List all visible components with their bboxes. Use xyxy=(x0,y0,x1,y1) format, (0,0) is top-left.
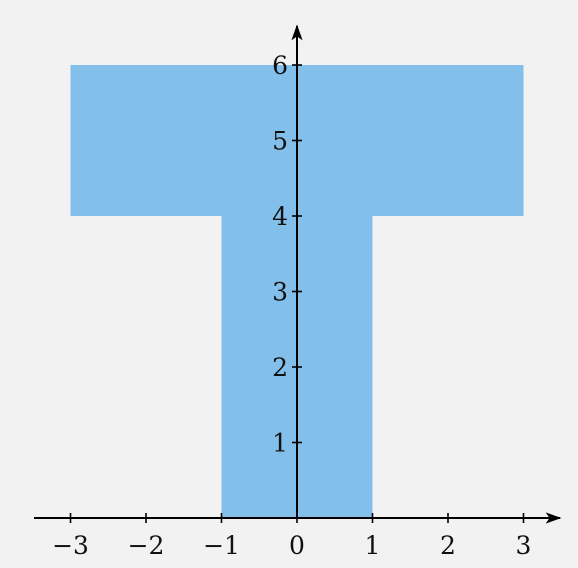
x-axis-tick-labels: −3 −2 −1 0 1 2 3 xyxy=(52,531,531,560)
y-tick-label: 1 xyxy=(272,429,288,458)
y-axis-tick-labels: 1 2 3 4 5 6 xyxy=(272,51,288,458)
y-tick-label: 6 xyxy=(272,51,288,80)
x-tick-label: −2 xyxy=(128,531,165,560)
y-tick-label: 4 xyxy=(272,202,288,231)
x-tick-label: 0 xyxy=(289,531,305,560)
x-tick-label: −3 xyxy=(52,531,89,560)
x-tick-label: 1 xyxy=(365,531,381,560)
y-tick-label: 2 xyxy=(272,353,288,382)
x-tick-label: −1 xyxy=(203,531,240,560)
x-tick-label: 3 xyxy=(516,531,532,560)
y-tick-label: 3 xyxy=(272,278,288,307)
y-tick-label: 5 xyxy=(272,127,288,156)
x-tick-label: 2 xyxy=(440,531,456,560)
